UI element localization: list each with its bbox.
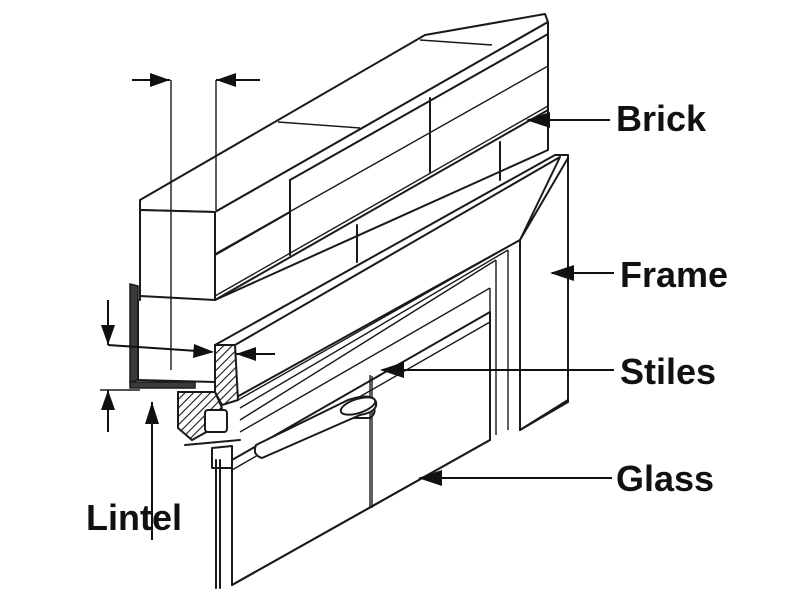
lintel-label: Lintel — [86, 497, 182, 538]
frame-label: Frame — [620, 254, 728, 295]
stiles-label: Stiles — [620, 351, 716, 392]
frame-section-hatch — [214, 344, 240, 407]
brick-wall — [139, 13, 549, 301]
glass-label: Glass — [616, 458, 714, 499]
lintel-angle — [129, 283, 216, 389]
lintel-horizontal-leg — [129, 381, 196, 389]
dimension-marks — [100, 73, 275, 540]
label-pointers — [380, 112, 614, 486]
brick-end-face — [139, 209, 216, 301]
window-frame — [214, 154, 569, 438]
lintel-vertical-leg — [129, 283, 139, 383]
brick-label: Brick — [616, 98, 707, 139]
frame-section — [177, 344, 241, 469]
glass-sash — [215, 311, 491, 589]
brick-front-face — [214, 21, 549, 301]
